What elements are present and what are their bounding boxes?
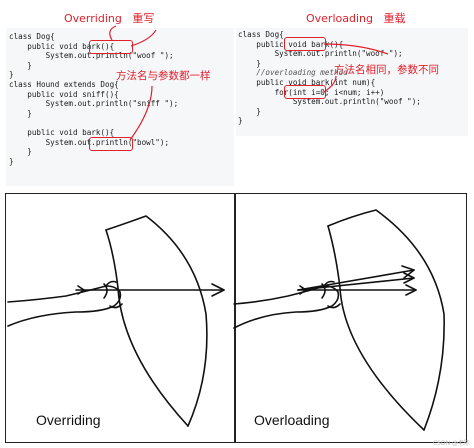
code-line: } [9, 70, 14, 80]
code-comment: //overloading method [238, 68, 348, 78]
arm-sketch [7, 285, 122, 327]
code-line: } [238, 58, 261, 68]
hand-sketch [105, 280, 123, 309]
arrow-fletching [77, 285, 85, 295]
code-line: } [238, 116, 243, 126]
code-line: class Dog{ [9, 32, 55, 41]
bow-sketch-frame: Overriding Overloading [5, 193, 467, 443]
annotation-stroke [129, 85, 153, 141]
method-name-bark: bark [311, 39, 330, 49]
code-line: (){ [100, 41, 115, 51]
bark-highlight-box [89, 137, 133, 151]
overloading-sketch-label: Overloading [254, 412, 330, 428]
arrow-fletching [299, 285, 307, 295]
bow-grip [103, 283, 108, 299]
annotation-stroke [130, 29, 157, 47]
overriding-code: class Dog{ public void bark(){ System.ou… [9, 32, 178, 166]
bark-highlight-box [284, 85, 326, 99]
annotation-stroke [323, 43, 389, 55]
code-line: class Hound extends Dog{ [9, 79, 119, 89]
code-line: } [238, 106, 261, 116]
overriding-note: 方法名与参数都一样 [116, 70, 211, 82]
code-line: System.out.println("bowl"); [9, 137, 170, 147]
overriding-heading-cn: 重写 [132, 12, 155, 25]
arm-sketch [233, 285, 340, 329]
bow-string [327, 225, 425, 431]
overloading-note: 方法名相同，参数不同 [334, 64, 439, 76]
code-line: class Dog{ [238, 30, 284, 39]
arrow-shaft [297, 277, 415, 291]
bow-limb [105, 215, 208, 427]
code-line: } [9, 147, 32, 157]
method-name-bark: bark [82, 41, 101, 51]
code-line: public void [9, 41, 83, 51]
code-line: (int num){ [329, 77, 376, 87]
code-line: } [9, 156, 14, 166]
code-line: System.out.println("sniff "); [9, 99, 179, 109]
bark-highlight-box [89, 40, 133, 54]
arrow-shaft [297, 269, 415, 291]
arrow-head [211, 283, 225, 297]
annotation-stroke [323, 75, 337, 93]
overloading-code: class Dog{ public void bark(){ System.ou… [238, 30, 421, 126]
code-line: } [9, 108, 32, 118]
code-line: public void [238, 77, 312, 87]
watermark: CSDN @老陈 [432, 440, 470, 447]
method-name-bark: bark [82, 127, 101, 137]
code-line: public void sniff(){ [9, 89, 119, 99]
overriding-code-panel: class Dog{ public void bark(){ System.ou… [6, 28, 234, 186]
code-line: System.out.println("woof "); [238, 97, 421, 107]
overriding-heading-en: Overriding [64, 12, 122, 25]
code-line: public void [9, 127, 83, 137]
bow-string [105, 229, 189, 427]
method-name-bark: bark [311, 77, 330, 87]
code-line: } [9, 60, 32, 70]
sketch-divider [234, 194, 236, 442]
arrow-head [403, 272, 415, 284]
arrow-head [405, 284, 417, 296]
annotation-stroke [109, 25, 117, 41]
code-line: for(int i=0; i<num; i++) [238, 87, 385, 97]
overriding-heading: Overriding 重写 [64, 10, 154, 26]
code-line: (){ [100, 127, 115, 137]
overloading-heading: Overloading 重载 [306, 10, 405, 26]
bow-grip [321, 283, 326, 299]
overloading-heading-cn: 重载 [383, 12, 406, 25]
code-line: System.out.println("woof "); [9, 51, 174, 61]
overloading-heading-en: Overloading [306, 12, 373, 25]
bow-sketch-drawing [7, 209, 445, 431]
code-line: System.out.println("woof "); [238, 49, 403, 59]
overriding-sketch-label: Overriding [36, 412, 101, 428]
bow-limb [327, 209, 445, 431]
code-line: public void [238, 39, 312, 49]
